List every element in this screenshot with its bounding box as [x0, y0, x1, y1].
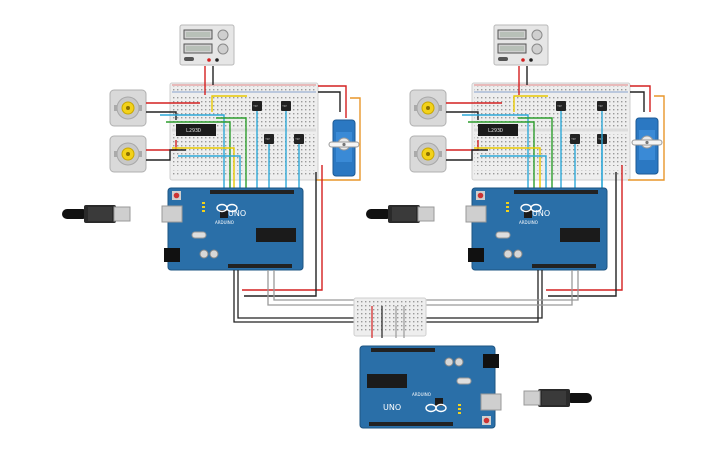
left-arduino-model: UNO	[228, 209, 246, 218]
left-power-supply	[179, 24, 235, 66]
right-arduino-board	[465, 187, 608, 271]
left-arduino-brand: ARDUINO	[215, 220, 234, 225]
left-transistor-3	[264, 134, 274, 144]
bottom-usb-cable	[523, 388, 593, 408]
right-usb-cable	[365, 204, 435, 224]
left-wires	[146, 66, 361, 297]
right-transistor-3	[570, 134, 580, 144]
right-dc-motor-top	[409, 89, 447, 127]
left-servo	[328, 119, 360, 177]
right-servo	[631, 117, 663, 175]
left-transistor-2	[281, 101, 291, 111]
bottom-arduino-brand: ARDUINO	[412, 392, 431, 397]
right-transistor-1	[556, 101, 566, 111]
bus-wires	[233, 270, 579, 323]
left-station: L293D	[61, 24, 361, 297]
right-arduino-model: UNO	[532, 209, 550, 218]
right-station: L293D	[365, 24, 665, 297]
right-wires	[446, 66, 665, 297]
left-arduino-board	[161, 187, 304, 271]
right-dc-motor-bottom	[409, 135, 447, 173]
right-arduino-brand: ARDUINO	[519, 220, 538, 225]
left-transistor-1	[252, 101, 262, 111]
left-usb-cable	[61, 204, 131, 224]
right-driver-chip-label: L293D	[488, 128, 503, 134]
center-station: UNO ARDUINO	[353, 297, 593, 429]
right-power-supply	[493, 24, 549, 66]
bottom-arduino-board	[359, 345, 502, 429]
left-dc-motor-bottom	[109, 135, 147, 173]
right-transistor-2	[597, 101, 607, 111]
right-motor-driver-chip: L293D	[478, 124, 518, 136]
center-wires	[371, 306, 405, 338]
left-driver-chip-label: L293D	[186, 128, 201, 134]
left-motor-driver-chip: L293D	[176, 124, 216, 136]
left-transistor-4	[294, 134, 304, 144]
left-dc-motor-top	[109, 89, 147, 127]
center-breadboard	[353, 297, 427, 337]
bottom-arduino-model: UNO	[383, 403, 401, 412]
